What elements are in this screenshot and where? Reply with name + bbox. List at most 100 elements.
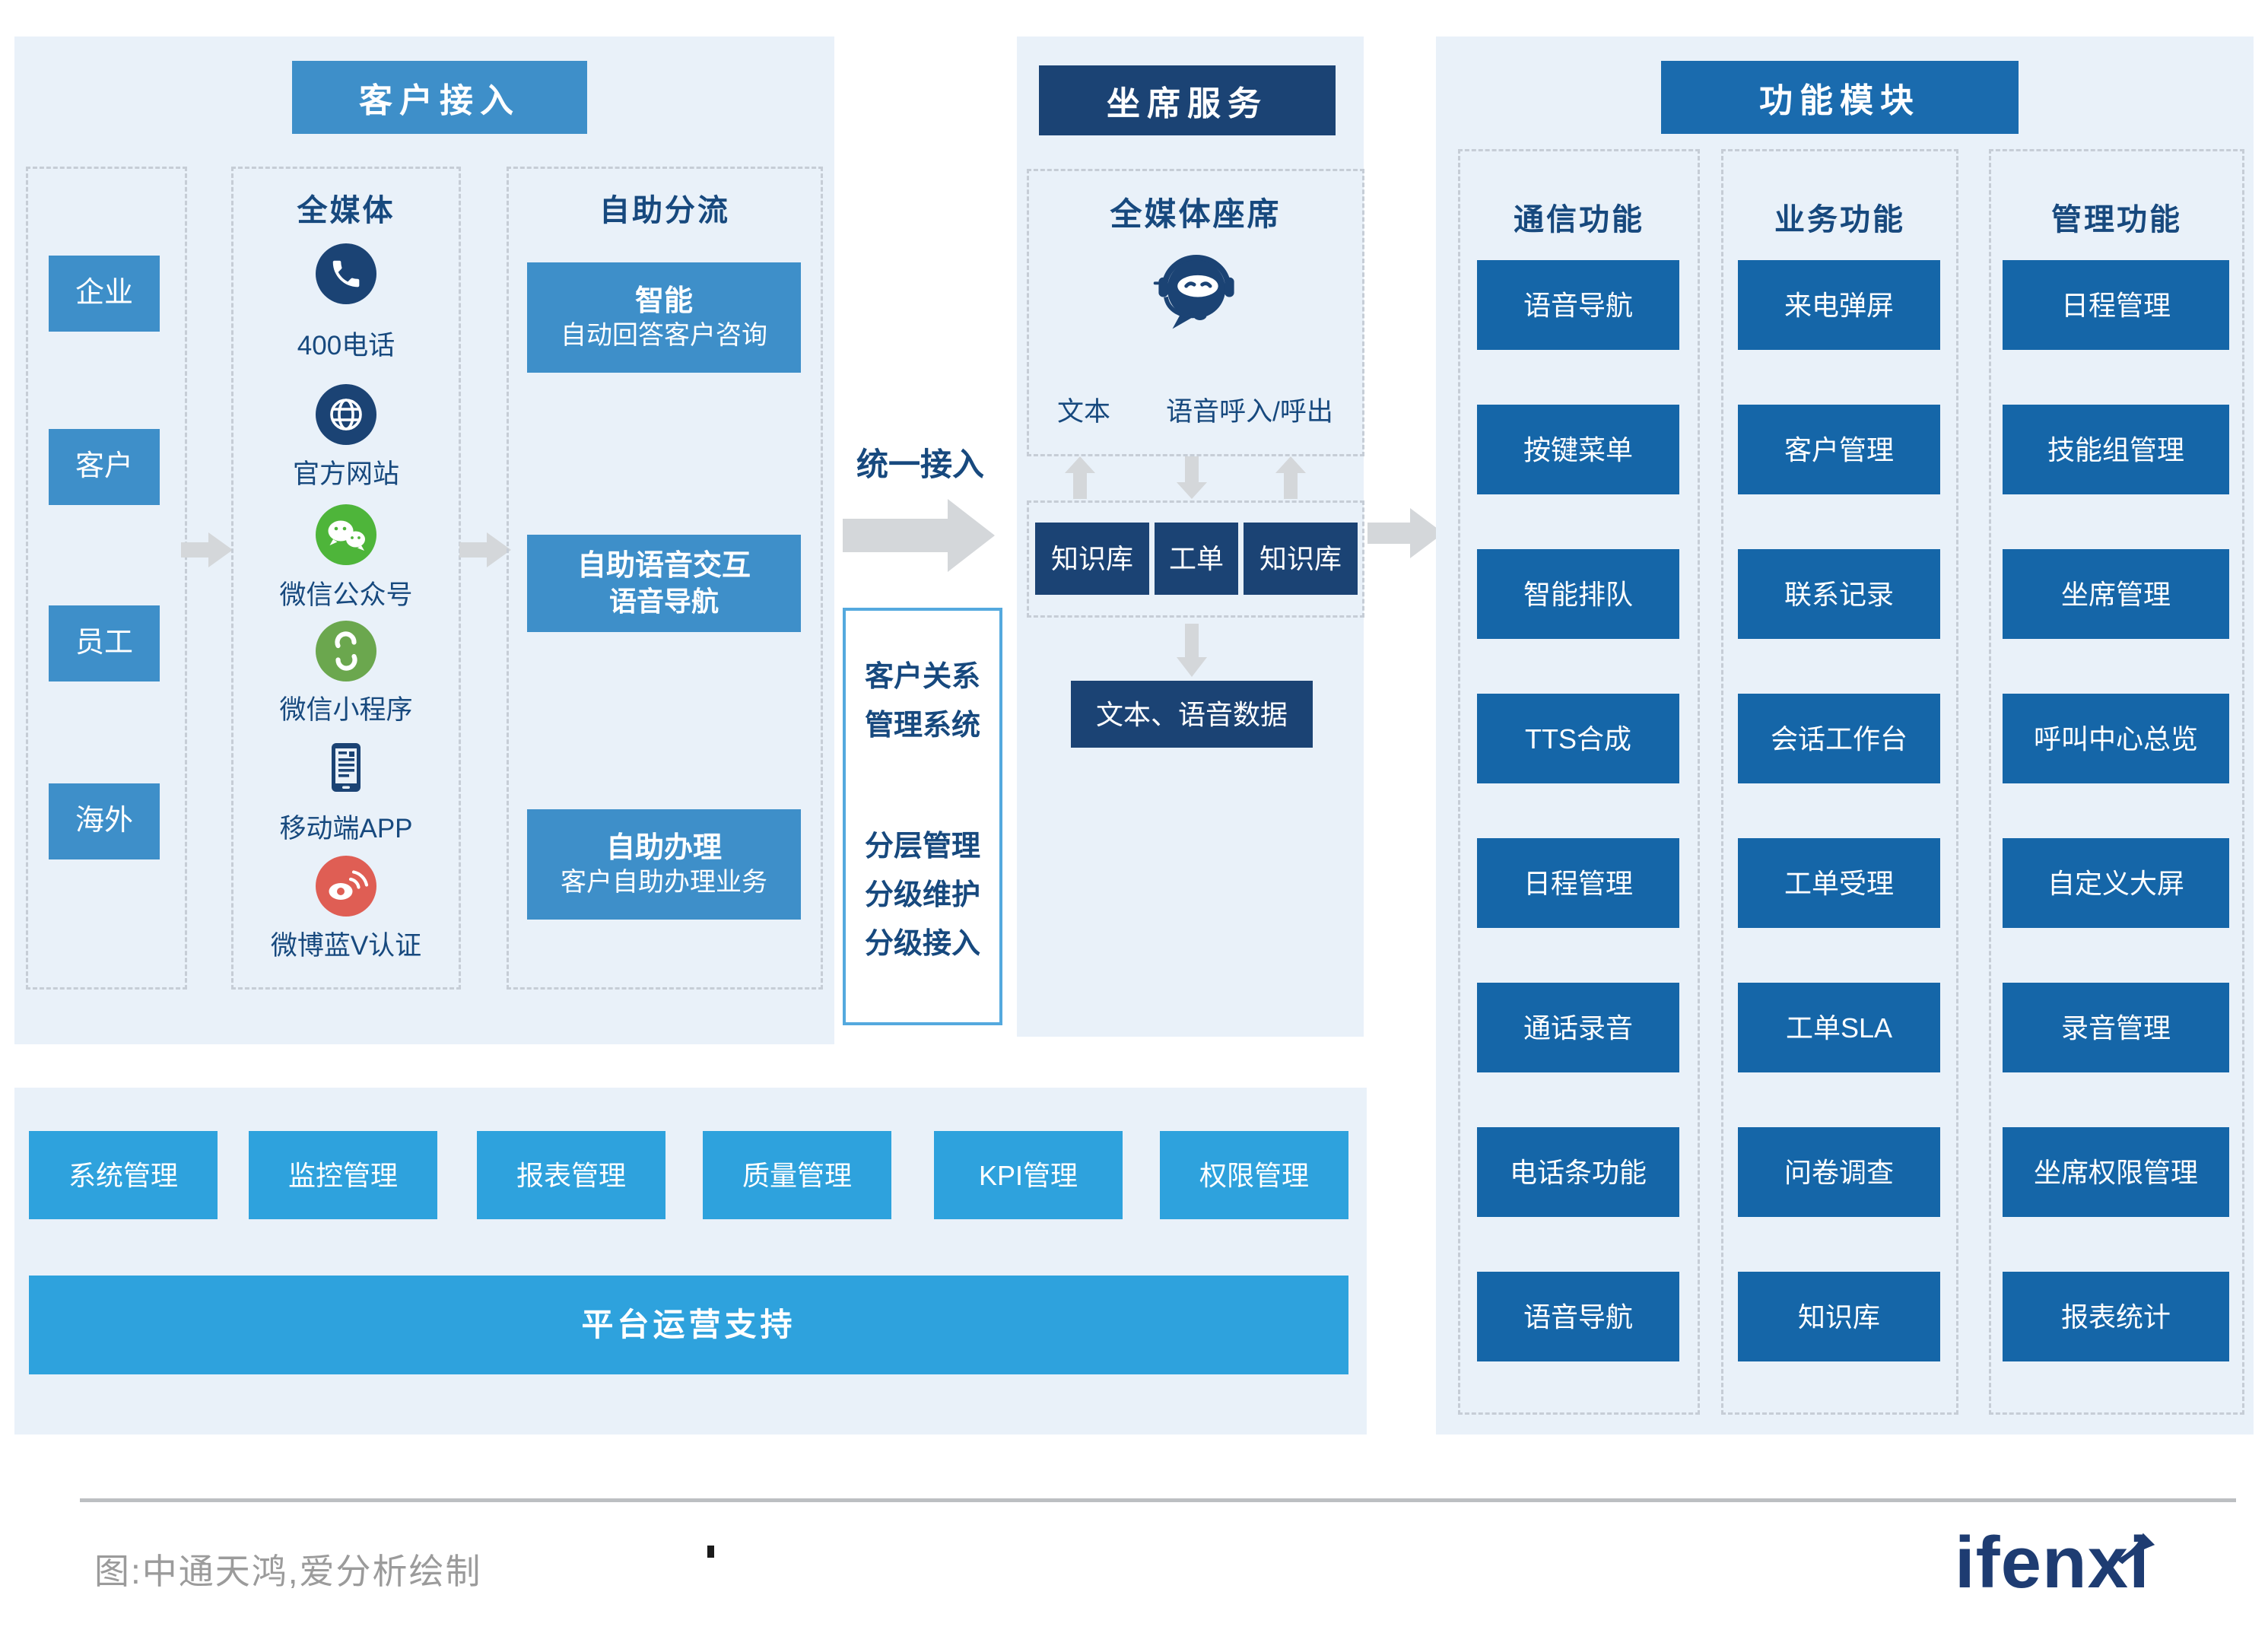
kb-box: 知识库 (1035, 523, 1149, 595)
module-box: 语音导航 (1477, 1272, 1679, 1361)
module-box: 按键菜单 (1477, 405, 1679, 494)
ifenxi-logo-text: ifenxi (1955, 1522, 2150, 1603)
selfservice-box: 自助语音交互 语音导航 (527, 535, 801, 632)
text-channel-label: 文本 (1056, 396, 1110, 427)
channel-label: 移动端APP (279, 813, 413, 844)
customer-access-panel: 客户接入 企业 客户 员工 海外 全媒体 400电话 官方网站 微信公众号 (14, 37, 834, 1044)
crm-box: 客户关系 管理系统 分层管理 分级维护 分级接入 (843, 608, 1002, 1025)
selfservice-column-title: 自助分流 (599, 194, 730, 227)
channel-label: 400电话 (297, 330, 395, 361)
crm-feature-line: 分层管理 (864, 831, 980, 863)
module-box: 智能排队 (1477, 549, 1679, 639)
unified-access-label: 统一接入 (856, 446, 984, 482)
selfservice-box-line2: 自动回答客户咨询 (561, 321, 767, 350)
ops-box: 报表管理 (477, 1131, 665, 1219)
flow-arrow-right-icon (459, 532, 511, 567)
agent-headset-icon (1149, 241, 1244, 339)
selfservice-column-frame: 自助分流 智能 自动回答客户咨询 自助语音交互 语音导航 自助办理 客户自助办理… (507, 167, 823, 990)
flow-arrow-right-icon (1367, 508, 1444, 558)
module-column-business: 业务功能 来电弹屏 客户管理 联系记录 会话工作台 工单受理 工单SLA 问卷调… (1721, 149, 1958, 1415)
media-column-frame: 全媒体 400电话 官方网站 微信公众号 微信小程序 移动端APP (231, 167, 461, 990)
module-box: 通话录音 (1477, 983, 1679, 1072)
source-box: 员工 (49, 605, 160, 681)
ops-box: 质量管理 (703, 1131, 891, 1219)
crm-feature-line: 分级接入 (864, 928, 980, 960)
module-column-title: 管理功能 (2051, 203, 2182, 237)
crm-feature-line: 分级维护 (864, 879, 980, 911)
selfservice-box-line2: 客户自助办理业务 (561, 868, 767, 897)
wechat-icon (316, 504, 376, 569)
ops-bar: 平台运营支持 (29, 1276, 1348, 1374)
footer-caption: 图:中通天鸿,爱分析绘制 (94, 1552, 482, 1591)
phone-icon (316, 243, 376, 308)
arrow-up-icon (1275, 456, 1306, 503)
arrow-up-icon (1065, 456, 1095, 503)
selfservice-box: 智能 自动回答客户咨询 (527, 262, 801, 373)
module-box: 报表统计 (2003, 1272, 2229, 1361)
flow-arrow-right-icon (181, 532, 233, 567)
footer-dot (707, 1546, 714, 1558)
agent-service-panel: 坐席服务 全媒体座席 文本 语音呼入/呼出 (1017, 37, 1364, 1037)
source-column-frame (26, 167, 187, 990)
ifenxi-logo: ifenxi (1955, 1521, 2155, 1605)
channel-label: 官方网站 (292, 459, 399, 489)
voice-channel-label: 语音呼入/呼出 (1166, 396, 1333, 427)
source-box: 客户 (49, 429, 160, 505)
module-box: 日程管理 (2003, 260, 2229, 350)
footer-divider (80, 1498, 2236, 1502)
module-box: 工单受理 (1738, 838, 1940, 928)
selfservice-box-line1: 自助办理 (605, 831, 722, 864)
module-box: 录音管理 (2003, 983, 2229, 1072)
selfservice-box-line1: 自助语音交互 (577, 549, 751, 582)
module-box: 问卷调查 (1738, 1127, 1940, 1217)
selfservice-box: 自助办理 客户自助办理业务 (527, 809, 801, 920)
module-box: 坐席权限管理 (2003, 1127, 2229, 1217)
module-box: 日程管理 (1477, 838, 1679, 928)
ticket-box: 工单 (1155, 523, 1238, 595)
omni-agent-title: 全媒体座席 (1110, 195, 1282, 232)
unified-access-arrow-icon (843, 494, 995, 577)
crm-title-line: 管理系统 (864, 710, 980, 742)
miniprogram-icon (316, 621, 376, 685)
kb-row-frame: 知识库 工单 知识库 (1027, 500, 1364, 618)
globe-icon (316, 384, 376, 449)
module-column-title: 通信功能 (1514, 203, 1644, 237)
module-column-title: 业务功能 (1774, 203, 1905, 237)
module-column-management: 管理功能 日程管理 技能组管理 坐席管理 呼叫中心总览 自定义大屏 录音管理 坐… (1989, 149, 2244, 1415)
customer-access-header: 客户接入 (292, 61, 587, 134)
agent-service-header: 坐席服务 (1039, 65, 1336, 135)
source-box: 企业 (49, 256, 160, 332)
module-column-communication: 通信功能 语音导航 按键菜单 智能排队 TTS合成 日程管理 通话录音 电话条功… (1458, 149, 1700, 1415)
channel-label: 微博蓝V认证 (270, 930, 422, 961)
crm-title-line: 客户关系 (864, 661, 980, 693)
platform-ops-panel: 系统管理 监控管理 报表管理 质量管理 KPI管理 权限管理 平台运营支持 (14, 1088, 1367, 1434)
ops-box: KPI管理 (934, 1131, 1123, 1219)
omni-agent-frame: 全媒体座席 文本 语音呼入/呼出 (1027, 169, 1364, 456)
selfservice-box-line1: 智能 (634, 284, 693, 317)
channel-label: 微信小程序 (279, 694, 413, 725)
module-box: 坐席管理 (2003, 549, 2229, 639)
module-box: 知识库 (1738, 1272, 1940, 1361)
ops-box: 权限管理 (1160, 1131, 1348, 1219)
module-box: 电话条功能 (1477, 1127, 1679, 1217)
selfservice-box-line2: 语音导航 (608, 586, 719, 618)
weibo-icon (316, 856, 376, 920)
module-box: 工单SLA (1738, 983, 1940, 1072)
source-box: 海外 (49, 783, 160, 859)
module-box: 来电弹屏 (1738, 260, 1940, 350)
function-modules-header: 功能模块 (1661, 61, 2019, 134)
ops-box: 监控管理 (249, 1131, 437, 1219)
media-column-title: 全媒体 (297, 194, 395, 227)
function-modules-panel: 功能模块 通信功能 语音导航 按键菜单 智能排队 TTS合成 日程管理 通话录音… (1436, 37, 2254, 1434)
arrow-down-icon (1177, 624, 1207, 681)
channel-label: 微信公众号 (279, 580, 413, 610)
module-box: 客户管理 (1738, 405, 1940, 494)
module-box: 联系记录 (1738, 549, 1940, 639)
ops-box: 系统管理 (29, 1131, 218, 1219)
arrow-down-icon (1177, 456, 1207, 503)
module-box: 呼叫中心总览 (2003, 694, 2229, 783)
text-voice-data-box: 文本、语音数据 (1071, 681, 1313, 748)
module-box: TTS合成 (1477, 694, 1679, 783)
module-box: 会话工作台 (1738, 694, 1940, 783)
